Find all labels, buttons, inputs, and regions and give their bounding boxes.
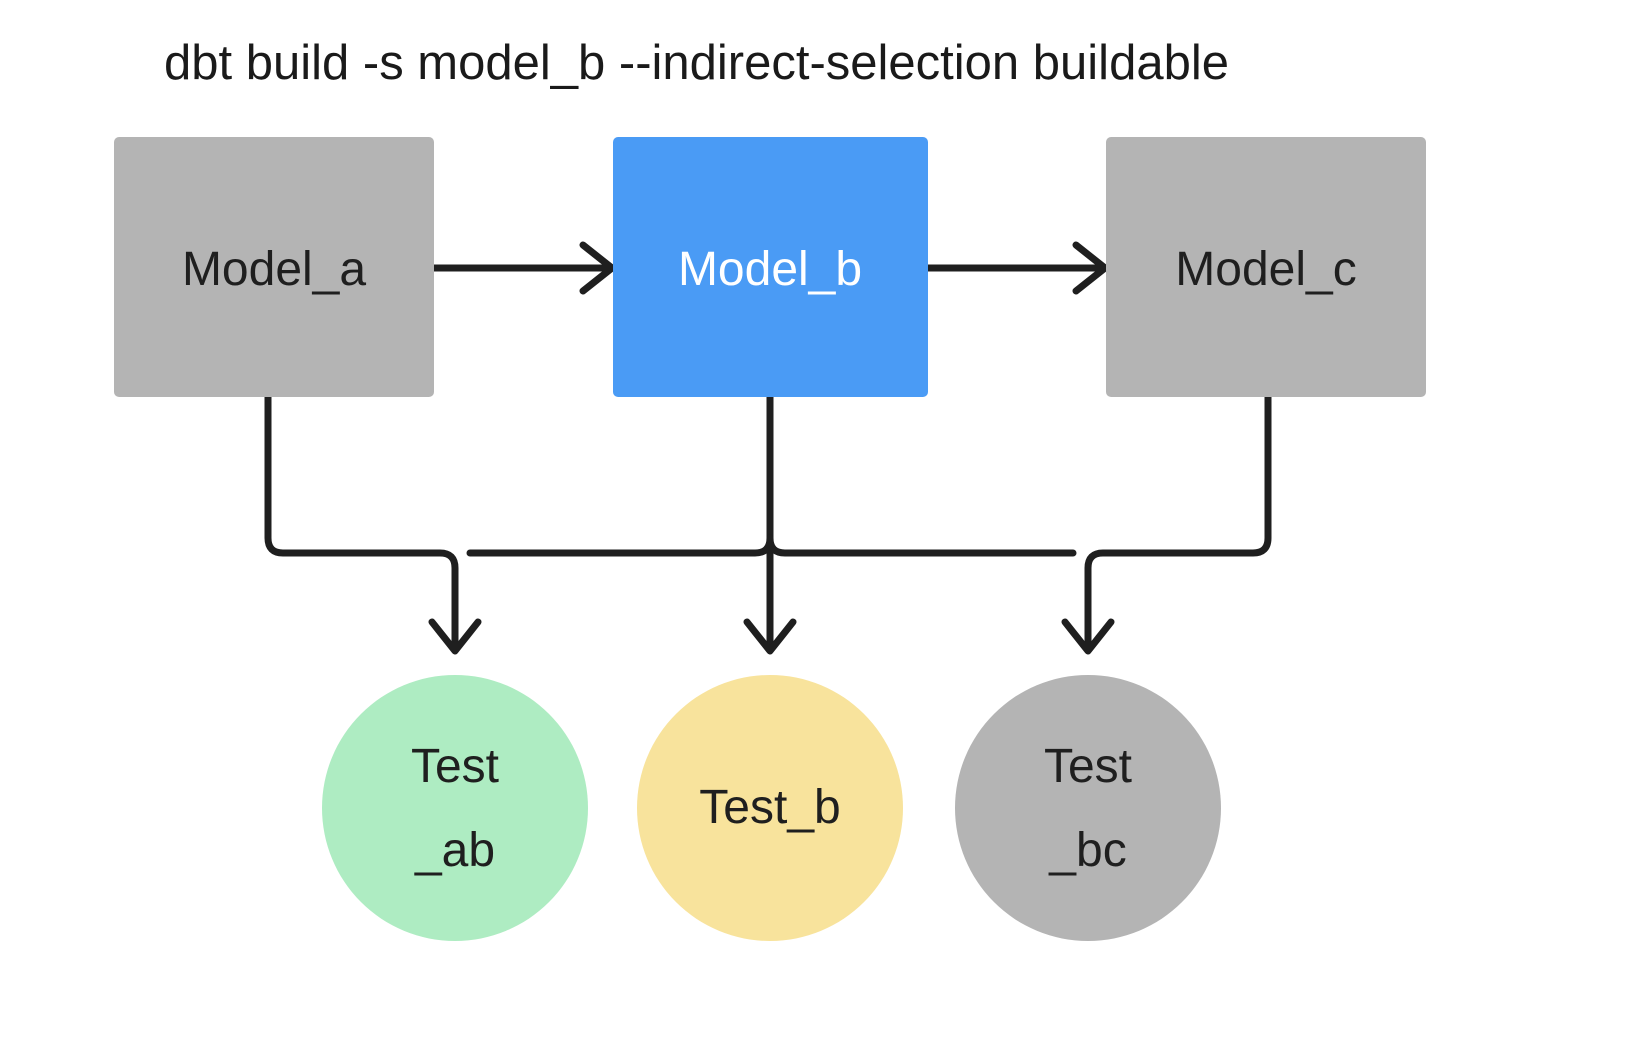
page-title: dbt build -s model_b --indirect-selectio… <box>164 36 1229 90</box>
test-bc-shape[interactable] <box>955 675 1221 941</box>
node-test-bc[interactable]: Test _bc <box>955 675 1221 941</box>
model-b-label: Model_b <box>678 243 862 296</box>
test-b-shape[interactable] <box>637 675 903 941</box>
node-test-ab[interactable]: Test _ab <box>322 675 588 941</box>
model-c-shape[interactable] <box>1106 137 1426 397</box>
edge-model-a-to-test-ab <box>264 393 482 655</box>
test-bc-label-line-2: _bc <box>1048 824 1126 877</box>
test-b-label: Test_b <box>699 781 840 834</box>
model-c-label: Model_c <box>1175 243 1356 296</box>
edge-model-b-to-test-b <box>743 393 797 655</box>
node-model-a[interactable]: Model_a <box>114 137 434 397</box>
edge-model-c-to-test-bc <box>1061 393 1272 655</box>
test-bc-label-line-1: Test <box>1044 740 1132 793</box>
model-a-shape[interactable] <box>114 137 434 397</box>
edge-model-b-to-model-c <box>924 241 1109 295</box>
model-a-label: Model_a <box>182 243 366 296</box>
node-model-b[interactable]: Model_b <box>613 137 928 397</box>
test-ab-label-line-2: _ab <box>414 824 495 877</box>
test-ab-label-line-1: Test <box>411 740 499 793</box>
node-test-b[interactable]: Test_b <box>637 675 903 941</box>
model-b-shape[interactable] <box>613 137 928 397</box>
edge-model-b-to-test-ab <box>466 534 774 557</box>
test-ab-shape[interactable] <box>322 675 588 941</box>
edge-model-b-to-test-bc <box>766 534 1077 557</box>
edge-model-a-to-model-b <box>430 241 616 295</box>
node-model-c[interactable]: Model_c <box>1106 137 1426 397</box>
